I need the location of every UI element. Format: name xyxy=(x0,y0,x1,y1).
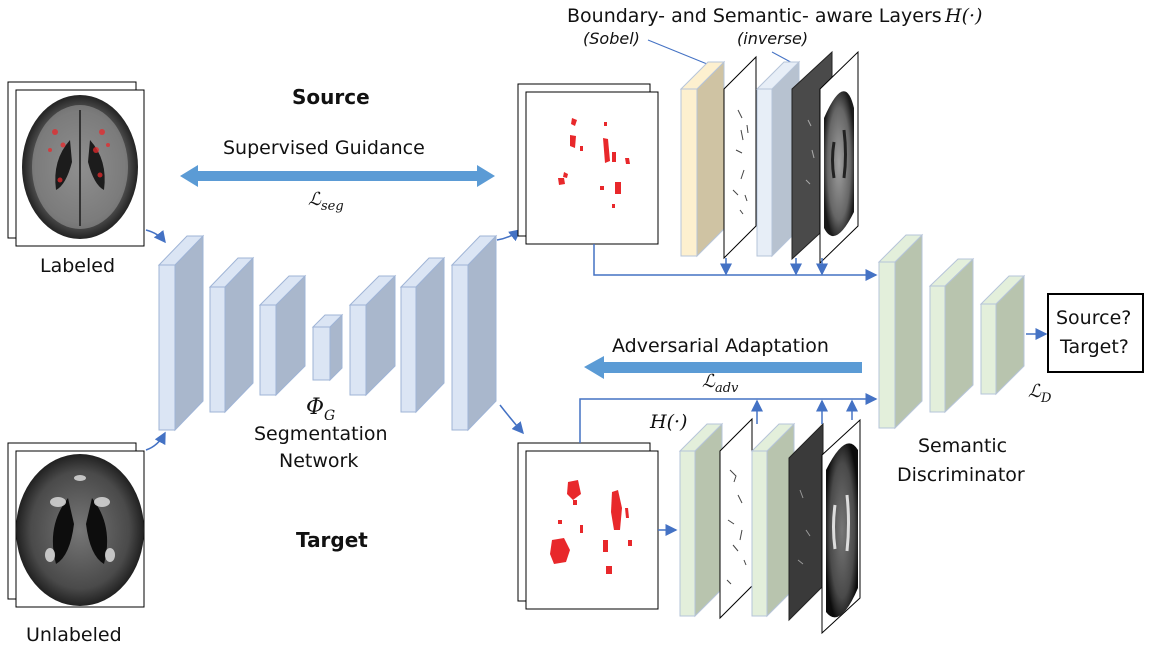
target-prediction-map xyxy=(517,442,659,610)
unlabeled-target-image xyxy=(7,442,145,608)
source-edge-map xyxy=(723,55,757,260)
target-inverse-layer xyxy=(750,422,796,618)
supervised-guidance-label: Supervised Guidance xyxy=(223,137,425,159)
unlabeled-caption: Unlabeled xyxy=(26,624,122,646)
sobel-label: (Sobel) xyxy=(583,29,640,48)
inverse-label: (inverse) xyxy=(737,29,808,48)
adversarial-adaptation-label: Adversarial Adaptation xyxy=(612,335,829,357)
source-title: Source xyxy=(292,85,370,109)
network-layer-bottleneck xyxy=(311,313,344,382)
segmentation-network-label-1: Segmentation xyxy=(254,423,388,445)
discriminator-layer-2 xyxy=(928,257,975,414)
layers-header-math: H(·) xyxy=(944,5,982,27)
target-sobel-layer xyxy=(678,422,724,618)
segmentation-network-label-2: Network xyxy=(279,450,358,472)
l-seg-label: ℒseg xyxy=(308,189,344,214)
output-source-question: Source? xyxy=(1056,307,1131,329)
output-target-question: Target? xyxy=(1059,336,1129,358)
target-to-discriminator-connectors xyxy=(579,393,878,536)
semantic-discriminator-label-1: Semantic xyxy=(918,435,1007,457)
target-image-map xyxy=(821,418,861,635)
network-layer-2 xyxy=(208,256,255,414)
output-box: Source? Target? xyxy=(1047,293,1144,373)
sobel-pointer-line xyxy=(647,39,713,67)
source-prediction-map xyxy=(517,83,659,245)
semantic-discriminator xyxy=(877,233,1026,430)
network-to-source-pred-arrow xyxy=(496,229,522,242)
h-target-label: H(·) xyxy=(649,411,687,433)
source-image-map xyxy=(819,50,859,265)
unlabeled-to-network-arrow xyxy=(145,431,166,451)
network-layer-7 xyxy=(450,234,498,432)
phi-g-label: ΦG xyxy=(306,395,335,424)
labeled-caption: Labeled xyxy=(40,255,115,277)
target-inverse-map xyxy=(788,422,824,622)
discriminator-layer-1 xyxy=(877,233,924,430)
supervised-guidance-arrow xyxy=(180,165,495,187)
discriminator-layer-3 xyxy=(979,274,1026,396)
labeled-source-image xyxy=(7,81,145,247)
semantic-discriminator-label-2: Discriminator xyxy=(897,464,1025,486)
network-layer-5 xyxy=(348,274,397,397)
target-title: Target xyxy=(296,528,368,552)
l-d-label: ℒD xyxy=(1028,381,1052,406)
adversarial-adaptation-arrow xyxy=(584,356,862,379)
labeled-to-network-arrow xyxy=(145,229,166,244)
network-layer-3 xyxy=(258,274,307,397)
source-sobel-layer xyxy=(679,60,726,258)
network-layer-6 xyxy=(399,256,446,414)
l-adv-label: ℒadv xyxy=(702,371,739,396)
target-edge-map xyxy=(719,417,753,620)
source-to-discriminator-connectors xyxy=(593,244,878,281)
network-layer-1 xyxy=(157,234,205,432)
layers-header: Boundary- and Semantic- aware Layers xyxy=(567,5,942,27)
network-to-target-pred-arrow xyxy=(499,404,524,435)
segmentation-network xyxy=(157,234,498,432)
